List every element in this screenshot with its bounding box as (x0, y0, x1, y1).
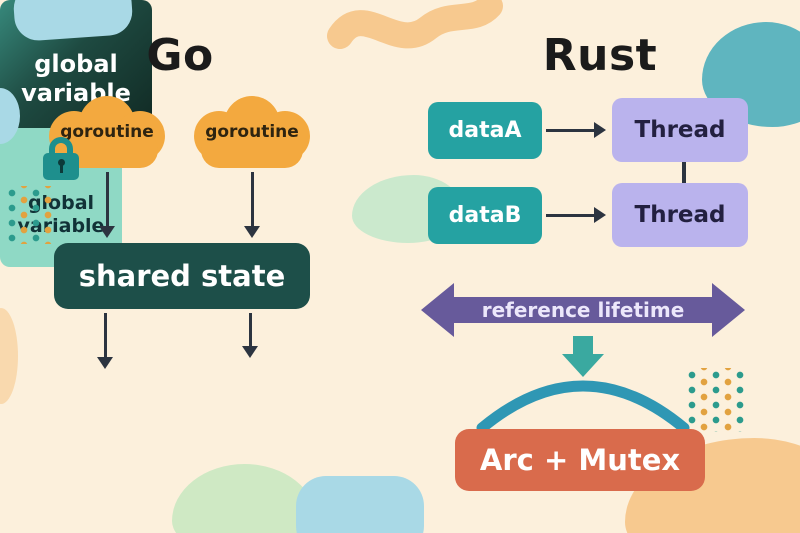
arrow-down-icon (244, 172, 260, 238)
arrow-down-teal-icon (562, 336, 604, 378)
double-arrow-left-head (421, 283, 454, 337)
dots-pattern-right (686, 368, 748, 432)
decor-blob-peach-left (0, 308, 18, 404)
thread-connector-line (682, 162, 686, 183)
shared-state-box: shared state (54, 243, 310, 309)
reference-lifetime-arrow: reference lifetime (421, 283, 745, 337)
thread-box-2: Thread (612, 183, 748, 247)
reference-lifetime-label: reference lifetime (481, 298, 685, 322)
goroutine-label: goroutine (205, 122, 299, 142)
goroutine-cloud-2: goroutine (189, 96, 315, 170)
go-title: Go (146, 30, 214, 81)
arrow-down-icon (97, 313, 113, 369)
global-variable-label: global variable (21, 50, 131, 107)
decor-squiggle-orange (327, 0, 503, 49)
arrow-down-icon (242, 313, 258, 358)
cloud-icon (194, 96, 310, 168)
decor-blob-blue-bottom (296, 476, 424, 533)
arrow-right-icon (546, 207, 606, 223)
arc-curve-icon (476, 380, 690, 434)
decor-blob-blue-left (0, 88, 20, 144)
data-a-box: dataA (428, 102, 542, 159)
arrow-right-icon (546, 122, 606, 138)
arrow-down-icon (99, 172, 115, 238)
arc-mutex-box: Arc + Mutex (455, 429, 705, 491)
dots-pattern-left (6, 186, 52, 244)
data-b-box: dataB (428, 187, 542, 244)
goroutine-label: goroutine (60, 122, 154, 142)
goroutine-cloud-1: goroutine (44, 96, 170, 170)
double-arrow-bar (453, 297, 713, 323)
cloud-icon (49, 96, 165, 168)
thread-box-1: Thread (612, 98, 748, 162)
lock-icon (41, 137, 81, 183)
rust-title: Rust (542, 30, 658, 81)
double-arrow-right-head (712, 283, 745, 337)
